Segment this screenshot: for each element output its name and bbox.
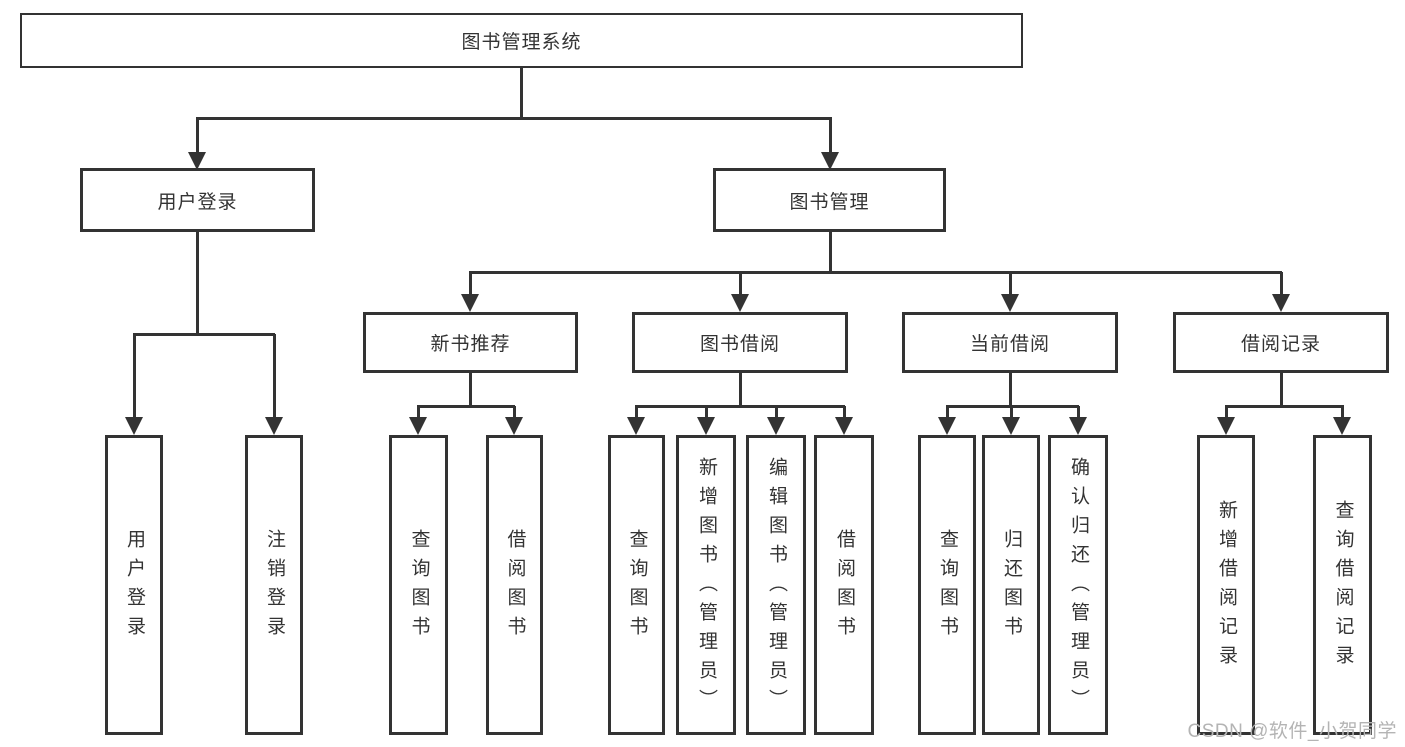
arrowhead-icon: [1069, 417, 1087, 435]
arrowhead-icon: [188, 152, 206, 170]
arrowhead-icon: [409, 417, 427, 435]
connector-drop: [705, 406, 708, 418]
node-book-borrow: 图书借阅: [632, 312, 848, 373]
connector-root-branch: [196, 117, 832, 120]
arrowhead-icon: [461, 294, 479, 312]
arrowhead-icon: [1001, 294, 1019, 312]
connector-drop: [513, 406, 516, 418]
node-book-management: 图书管理: [713, 168, 946, 232]
connector-userlogin-branch: [133, 333, 275, 336]
connector-userlogin-stem: [196, 232, 199, 335]
connector-bookborrow-stem: [739, 373, 742, 407]
arrowhead-icon: [767, 417, 785, 435]
connector-drop: [775, 406, 778, 418]
arrowhead-icon: [1217, 417, 1235, 435]
leaf-currentborrow-confirm-return-admin: 确认归还（管理员）: [1048, 435, 1108, 735]
arrowhead-icon: [835, 417, 853, 435]
node-current-borrow: 当前借阅: [902, 312, 1118, 373]
leaf-newbook-borrow-books: 借阅图书: [486, 435, 543, 735]
node-borrow-records: 借阅记录: [1173, 312, 1389, 373]
leaf-currentborrow-return-books: 归还图书: [982, 435, 1040, 735]
connector-drop: [1009, 272, 1012, 295]
connector-bookmgmt-stem: [829, 232, 832, 273]
arrowhead-icon: [938, 417, 956, 435]
connector-drop: [1077, 406, 1080, 418]
leaf-borrowrecords-add-record: 新增借阅记录: [1197, 435, 1255, 735]
connector-drop: [133, 334, 136, 417]
leaf-logout: 注销登录: [245, 435, 303, 735]
connector-drop: [417, 406, 420, 418]
connector-drop: [1225, 406, 1228, 418]
arrowhead-icon: [1333, 417, 1351, 435]
arrowhead-icon: [265, 417, 283, 435]
connector-currentborrow-stem: [1009, 373, 1012, 407]
connector-drop: [1280, 272, 1283, 295]
node-user-login: 用户登录: [80, 168, 315, 232]
leaf-bookborrow-query-books: 查询图书: [608, 435, 665, 735]
arrowhead-icon: [731, 294, 749, 312]
connector-bookborrow-branch: [635, 405, 845, 408]
connector-drop: [843, 406, 846, 418]
leaf-bookborrow-borrow-books: 借阅图书: [814, 435, 874, 735]
connector-drop: [829, 118, 832, 154]
connector-drop: [635, 406, 638, 418]
arrowhead-icon: [697, 417, 715, 435]
leaf-bookborrow-edit-books-admin: 编辑图书（管理员）: [746, 435, 806, 735]
connector-drop: [273, 334, 276, 417]
connector-drop: [469, 272, 472, 295]
leaf-currentborrow-query-books: 查询图书: [918, 435, 976, 735]
connector-drop: [196, 118, 199, 154]
leaf-borrowrecords-query-record: 查询借阅记录: [1313, 435, 1372, 735]
connector-drop: [1341, 406, 1344, 418]
connector-bookmgmt-branch: [469, 271, 1282, 274]
arrowhead-icon: [627, 417, 645, 435]
node-new-book-recommend: 新书推荐: [363, 312, 578, 373]
leaf-user-login: 用户登录: [105, 435, 163, 735]
connector-newbook-stem: [469, 373, 472, 407]
connector-drop: [739, 272, 742, 295]
connector-borrowrecords-stem: [1280, 373, 1283, 407]
arrowhead-icon: [1002, 417, 1020, 435]
connector-newbook-branch: [417, 405, 515, 408]
connector-root-stem: [520, 68, 523, 118]
arrowhead-icon: [821, 152, 839, 170]
connector-drop: [1010, 406, 1013, 418]
connector-borrowrecords-branch: [1225, 405, 1344, 408]
arrowhead-icon: [125, 417, 143, 435]
csdn-watermark: CSDN @软件_小贺同学: [1187, 721, 1397, 742]
leaf-bookborrow-add-books-admin: 新增图书（管理员）: [676, 435, 736, 735]
node-root: 图书管理系统: [20, 13, 1023, 68]
leaf-newbook-query-books: 查询图书: [389, 435, 448, 735]
connector-drop: [946, 406, 949, 418]
arrowhead-icon: [1272, 294, 1290, 312]
arrowhead-icon: [505, 417, 523, 435]
